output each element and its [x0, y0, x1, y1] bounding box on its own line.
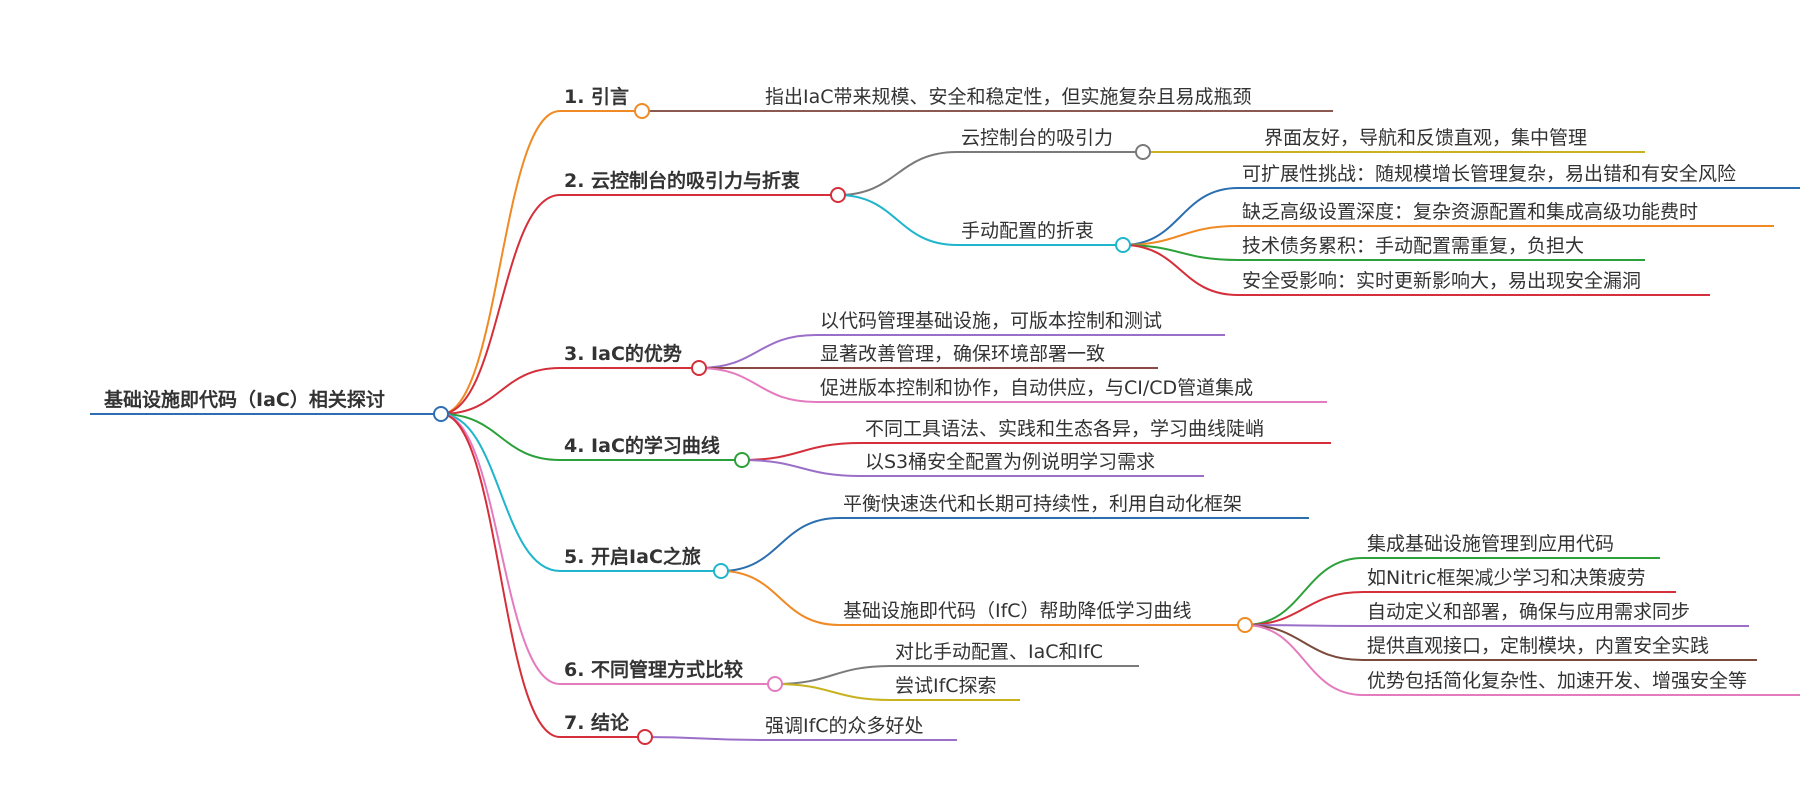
manual-config-tradeoff[interactable]: 手动配置的折衷: [961, 220, 1095, 242]
collapse-toggle-icon[interactable]: [767, 676, 783, 692]
branch-connector: [837, 151, 958, 196]
start-iac-item[interactable]: 平衡快速迭代和长期可持续性，利用自动化框架: [843, 493, 1243, 515]
ifc-item[interactable]: 如Nitric框架减少学习和决策疲劳: [1367, 567, 1646, 589]
branch-connector: [741, 459, 862, 477]
branch-iac-advantages[interactable]: 3. IaC的优势: [564, 343, 682, 365]
ifc-lowers-curve[interactable]: 基础设施即代码（IfC）帮助降低学习曲线: [843, 600, 1192, 622]
console-appeal[interactable]: 云控制台的吸引力: [961, 127, 1114, 149]
intro-summary[interactable]: 指出IaC带来规模、安全和稳定性，但实施复杂且易成瓶颈: [765, 86, 1252, 108]
branch-connector: [698, 367, 817, 403]
branch-connector: [440, 367, 561, 415]
branch-connector: [720, 517, 840, 572]
root-node[interactable]: 基础设施即代码（IaC）相关探讨: [104, 389, 385, 411]
collapse-toggle-icon[interactable]: [637, 729, 653, 745]
branch-connector: [1122, 244, 1239, 261]
branch-connector: [440, 110, 561, 415]
branch-connector: [1122, 225, 1239, 246]
branch-iac-learning-curve[interactable]: 4. IaC的学习曲线: [564, 435, 720, 457]
collapse-toggle-icon[interactable]: [691, 360, 707, 376]
branch-console-tradeoff[interactable]: 2. 云控制台的吸引力与折衷: [564, 170, 801, 192]
branch-connector: [1244, 624, 1364, 696]
branch-connector: [720, 570, 840, 626]
branch-connector: [440, 413, 561, 738]
branch-connector: [741, 442, 862, 461]
tradeoff-item[interactable]: 可扩展性挑战：随规模增长管理复杂，易出错和有安全风险: [1242, 163, 1737, 185]
console-appeal-detail[interactable]: 界面友好，导航和反馈直观，集中管理: [1264, 127, 1588, 149]
ifc-item[interactable]: 提供直观接口，定制模块，内置安全实践: [1367, 635, 1710, 657]
branch-intro[interactable]: 1. 引言: [564, 86, 630, 108]
branch-connector: [1244, 591, 1364, 626]
tradeoff-item[interactable]: 技术债务累积：手动配置需重复，负担大: [1242, 235, 1585, 257]
advantage-item[interactable]: 促进版本控制和协作，自动供应，与CI/CD管道集成: [820, 377, 1254, 399]
collapse-toggle-icon[interactable]: [830, 187, 846, 203]
collapse-toggle-icon[interactable]: [634, 103, 650, 119]
branch-connector: [1244, 624, 1364, 661]
collapse-toggle-icon[interactable]: [1237, 617, 1253, 633]
branch-connector: [774, 665, 892, 685]
branch-connector: [440, 413, 561, 572]
branch-connector: [774, 683, 892, 701]
branch-connector: [644, 736, 762, 741]
ifc-item[interactable]: 优势包括简化复杂性、加速开发、增强安全等: [1367, 670, 1748, 692]
collapse-toggle-icon[interactable]: [1135, 144, 1151, 160]
collapse-toggle-icon[interactable]: [713, 563, 729, 579]
branch-conclusion[interactable]: 7. 结论: [564, 712, 630, 734]
advantage-item[interactable]: 以代码管理基础设施，可版本控制和测试: [820, 310, 1163, 332]
conclusion-item[interactable]: 强调IfC的众多好处: [765, 715, 924, 737]
collapse-toggle-icon[interactable]: [433, 406, 449, 422]
branch-connector: [1244, 624, 1364, 627]
tradeoff-item[interactable]: 安全受影响：实时更新影响大，易出现安全漏洞: [1242, 270, 1642, 292]
comparison-item[interactable]: 对比手动配置、IaC和IfC: [895, 641, 1104, 663]
learning-curve-item[interactable]: 不同工具语法、实践和生态各异，学习曲线陡峭: [865, 418, 1265, 440]
branch-start-iac[interactable]: 5. 开启IaC之旅: [564, 546, 701, 568]
ifc-item[interactable]: 集成基础设施管理到应用代码: [1367, 533, 1615, 555]
branch-connector: [1122, 244, 1239, 296]
collapse-toggle-icon[interactable]: [734, 452, 750, 468]
branch-connector: [1244, 557, 1364, 626]
tradeoff-item[interactable]: 缺乏高级设置深度：复杂资源配置和集成高级功能费时: [1242, 201, 1699, 223]
branch-connector: [698, 334, 817, 369]
branch-comparison[interactable]: 6. 不同管理方式比较: [564, 659, 744, 681]
ifc-item[interactable]: 自动定义和部署，确保与应用需求同步: [1367, 601, 1691, 623]
comparison-item[interactable]: 尝试IfC探索: [895, 675, 997, 697]
branch-connector: [1122, 187, 1239, 246]
branch-connector: [440, 194, 561, 415]
branch-connector: [440, 413, 561, 685]
learning-curve-item[interactable]: 以S3桶安全配置为例说明学习需求: [865, 451, 1156, 473]
branch-connector: [440, 413, 561, 461]
branch-connector: [837, 194, 958, 246]
collapse-toggle-icon[interactable]: [1115, 237, 1131, 253]
advantage-item[interactable]: 显著改善管理，确保环境部署一致: [820, 343, 1106, 365]
